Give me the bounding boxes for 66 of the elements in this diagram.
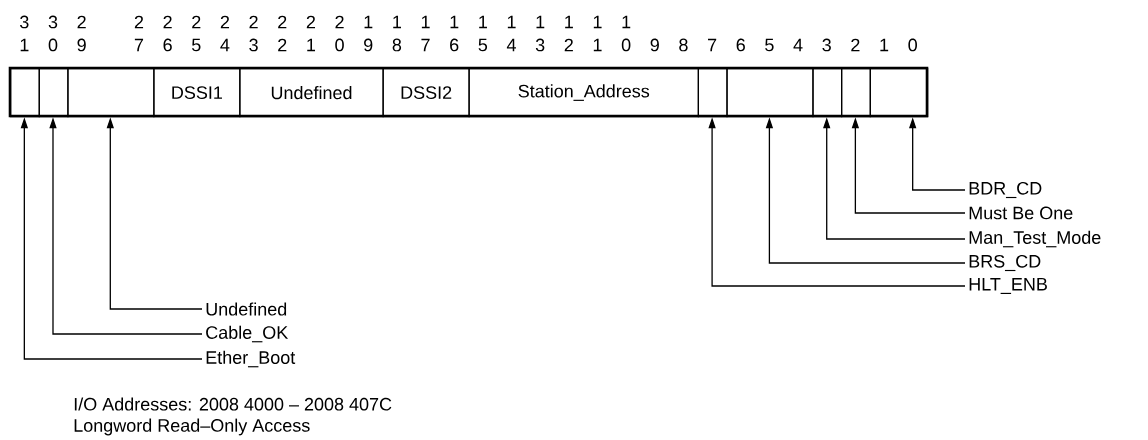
bit-number: 1 bbox=[536, 15, 545, 29]
field-label: BDR_CD bbox=[969, 181, 1042, 199]
bit-number: 1 bbox=[450, 15, 459, 29]
bit-number: 2 bbox=[163, 15, 172, 29]
bit-field-cell: DSSI1 bbox=[153, 68, 241, 118]
bit-number: 1 bbox=[20, 38, 29, 52]
bit-number: 6 bbox=[450, 38, 459, 52]
bit-number: 1 bbox=[479, 15, 487, 29]
bit-number: 2 bbox=[134, 15, 144, 29]
bit-number: 2 bbox=[220, 15, 230, 29]
bit-number: 9 bbox=[364, 38, 373, 52]
bit-number: 1 bbox=[593, 15, 602, 29]
bit-number: 0 bbox=[48, 38, 58, 52]
bit-number: 3 bbox=[249, 38, 258, 52]
bit-number: 2 bbox=[278, 15, 287, 29]
bit-number: 1 bbox=[364, 15, 373, 29]
bit-number: 6 bbox=[736, 38, 745, 52]
bit-number: 1 bbox=[421, 15, 430, 29]
bit-number: 1 bbox=[507, 15, 516, 29]
bit-number: 2 bbox=[249, 15, 258, 29]
bit-number: 1 bbox=[622, 15, 631, 29]
field-label: Must Be One bbox=[969, 206, 1073, 220]
field-label: Cable_OK bbox=[206, 325, 289, 343]
bit-number: 2 bbox=[192, 15, 201, 29]
bit-number: 7 bbox=[421, 38, 430, 52]
bit-number: 1 bbox=[393, 15, 401, 29]
bit-number: 2 bbox=[278, 38, 287, 52]
bit-number: 5 bbox=[478, 38, 488, 52]
bit-number: 1 bbox=[880, 38, 889, 52]
bit-number: 3 bbox=[535, 38, 545, 52]
bit-number: 1 bbox=[593, 38, 602, 52]
bit-number: 2 bbox=[564, 38, 573, 52]
field-label: HLT_ENB bbox=[969, 278, 1047, 294]
bit-number: 7 bbox=[134, 38, 144, 52]
bit-field-cell: Undefined bbox=[239, 68, 384, 118]
field-label: Ether_Boot bbox=[206, 350, 296, 368]
bit-number: 3 bbox=[822, 38, 831, 52]
bit-number: 2 bbox=[851, 38, 860, 52]
field-label: Man_Test_Mode bbox=[969, 230, 1101, 248]
bit-number: 3 bbox=[48, 15, 58, 29]
bit-number: 8 bbox=[392, 38, 402, 52]
bit-number: 6 bbox=[163, 38, 172, 52]
note-text: I/O Addresses: 2008 4000 – 2008 407C bbox=[74, 397, 392, 411]
bit-number: 0 bbox=[335, 38, 344, 52]
field-label: Undefined bbox=[206, 302, 287, 316]
bit-number: 2 bbox=[306, 15, 315, 29]
bit-number: 5 bbox=[765, 38, 774, 52]
bit-number: 4 bbox=[793, 38, 803, 52]
bit-number: 2 bbox=[335, 15, 344, 29]
bit-number: 4 bbox=[506, 38, 516, 52]
bit-number: 2 bbox=[77, 15, 86, 29]
bit-field-cell: Station_Address bbox=[468, 68, 699, 118]
bit-number: 1 bbox=[307, 38, 315, 52]
bit-number: 9 bbox=[650, 38, 659, 52]
bit-number: 8 bbox=[679, 38, 688, 52]
bit-number: 4 bbox=[220, 38, 230, 52]
bit-number: 9 bbox=[77, 38, 86, 52]
field-label: BRS_CD bbox=[969, 254, 1041, 272]
bit-number: 0 bbox=[908, 38, 917, 52]
bit-number: 7 bbox=[708, 38, 717, 52]
bit-field-cell: DSSI2 bbox=[382, 68, 470, 118]
bit-number: 5 bbox=[192, 38, 201, 52]
note-text: Longword Read–Only Access bbox=[74, 418, 310, 436]
bit-number: 0 bbox=[621, 38, 631, 52]
bit-number: 3 bbox=[20, 15, 29, 29]
bit-number: 1 bbox=[565, 15, 573, 29]
